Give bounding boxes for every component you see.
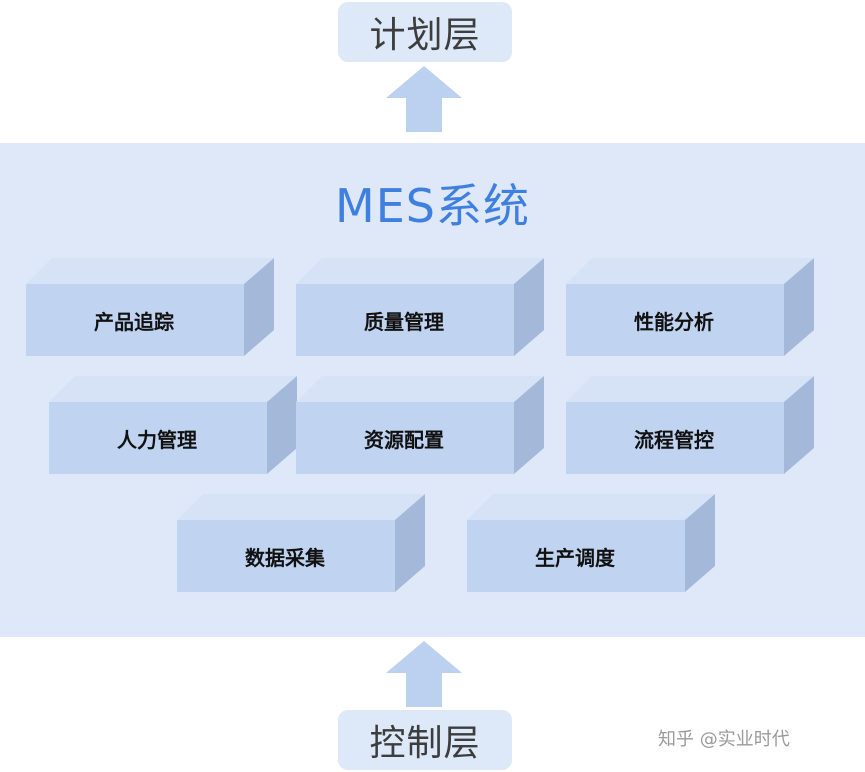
module-label-product-tracking: 产品追踪 <box>94 309 174 334</box>
module-label-performance-analysis: 性能分析 <box>634 309 714 334</box>
control-layer-box: 控制层 <box>338 710 512 770</box>
module-block-5 <box>296 376 544 474</box>
module-label-quality-management: 质量管理 <box>364 309 444 334</box>
module-label-resource-allocation: 资源配置 <box>364 427 444 452</box>
module-label-human-resources: 人力管理 <box>117 427 197 452</box>
up-arrow-icon <box>386 66 462 132</box>
planning-layer-label: 计划层 <box>369 15 481 56</box>
module-label-process-control: 流程管控 <box>634 427 714 452</box>
up-arrow-icon <box>386 641 462 707</box>
control-layer-label: 控制层 <box>369 723 481 764</box>
module-block-8 <box>467 494 715 592</box>
planning-layer-box: 计划层 <box>338 2 512 62</box>
module-block-3 <box>566 258 814 356</box>
module-block-7 <box>177 494 425 592</box>
module-block-1 <box>26 258 274 356</box>
module-label-production-scheduling: 生产调度 <box>535 545 615 570</box>
module-label-data-collection: 数据采集 <box>245 545 325 570</box>
module-block-4 <box>49 376 297 474</box>
watermark: 知乎 @实业时代 <box>658 729 790 750</box>
module-block-2 <box>296 258 544 356</box>
mes-system-title: MES系统 <box>335 179 530 233</box>
module-block-6 <box>566 376 814 474</box>
